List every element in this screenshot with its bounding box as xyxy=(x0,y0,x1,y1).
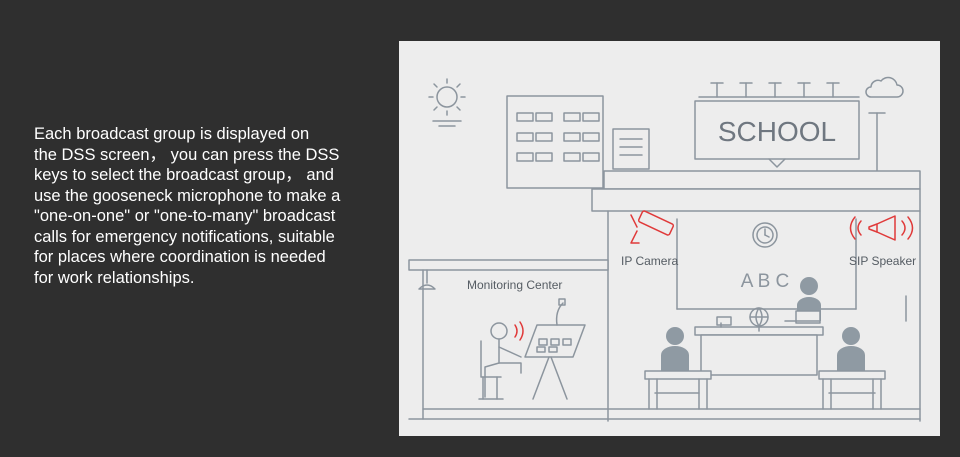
board-letters: A B C xyxy=(741,271,790,292)
student-figure-left xyxy=(661,327,689,371)
student-desk-right xyxy=(818,370,886,410)
sip-speaker-label: SIP Speaker xyxy=(849,254,916,268)
student-figure-right xyxy=(837,327,865,371)
ceiling-lamp-icon xyxy=(418,269,436,290)
student-desk-left xyxy=(644,370,712,410)
school-sign-text: SCHOOL xyxy=(718,116,836,147)
monitoring-center-building xyxy=(408,259,609,420)
ip-camera-icon xyxy=(630,210,675,244)
description-text: Each broadcast group is displayed on the… xyxy=(34,125,341,287)
school-building xyxy=(607,210,921,422)
ip-camera-label: IP Camera xyxy=(621,254,678,268)
sound-waves-icon xyxy=(514,321,524,341)
background-building xyxy=(506,95,650,189)
gooseneck-microphone-icon xyxy=(555,298,566,326)
billboard-lights xyxy=(710,82,840,98)
school-roof xyxy=(591,170,921,212)
cloud-icon xyxy=(865,76,904,98)
school-sign-board xyxy=(694,100,860,160)
broadcast-console xyxy=(524,324,586,400)
clock-icon xyxy=(752,222,778,248)
globe-icon xyxy=(749,307,769,332)
operator-figure xyxy=(478,322,522,400)
school-broadcast-diagram: SCHOOL IP Camera SIP Speaker xyxy=(399,41,940,436)
monitoring-center-label: Monitoring Center xyxy=(467,278,562,292)
sun-icon xyxy=(428,78,466,127)
sip-speaker-icon xyxy=(849,215,914,241)
